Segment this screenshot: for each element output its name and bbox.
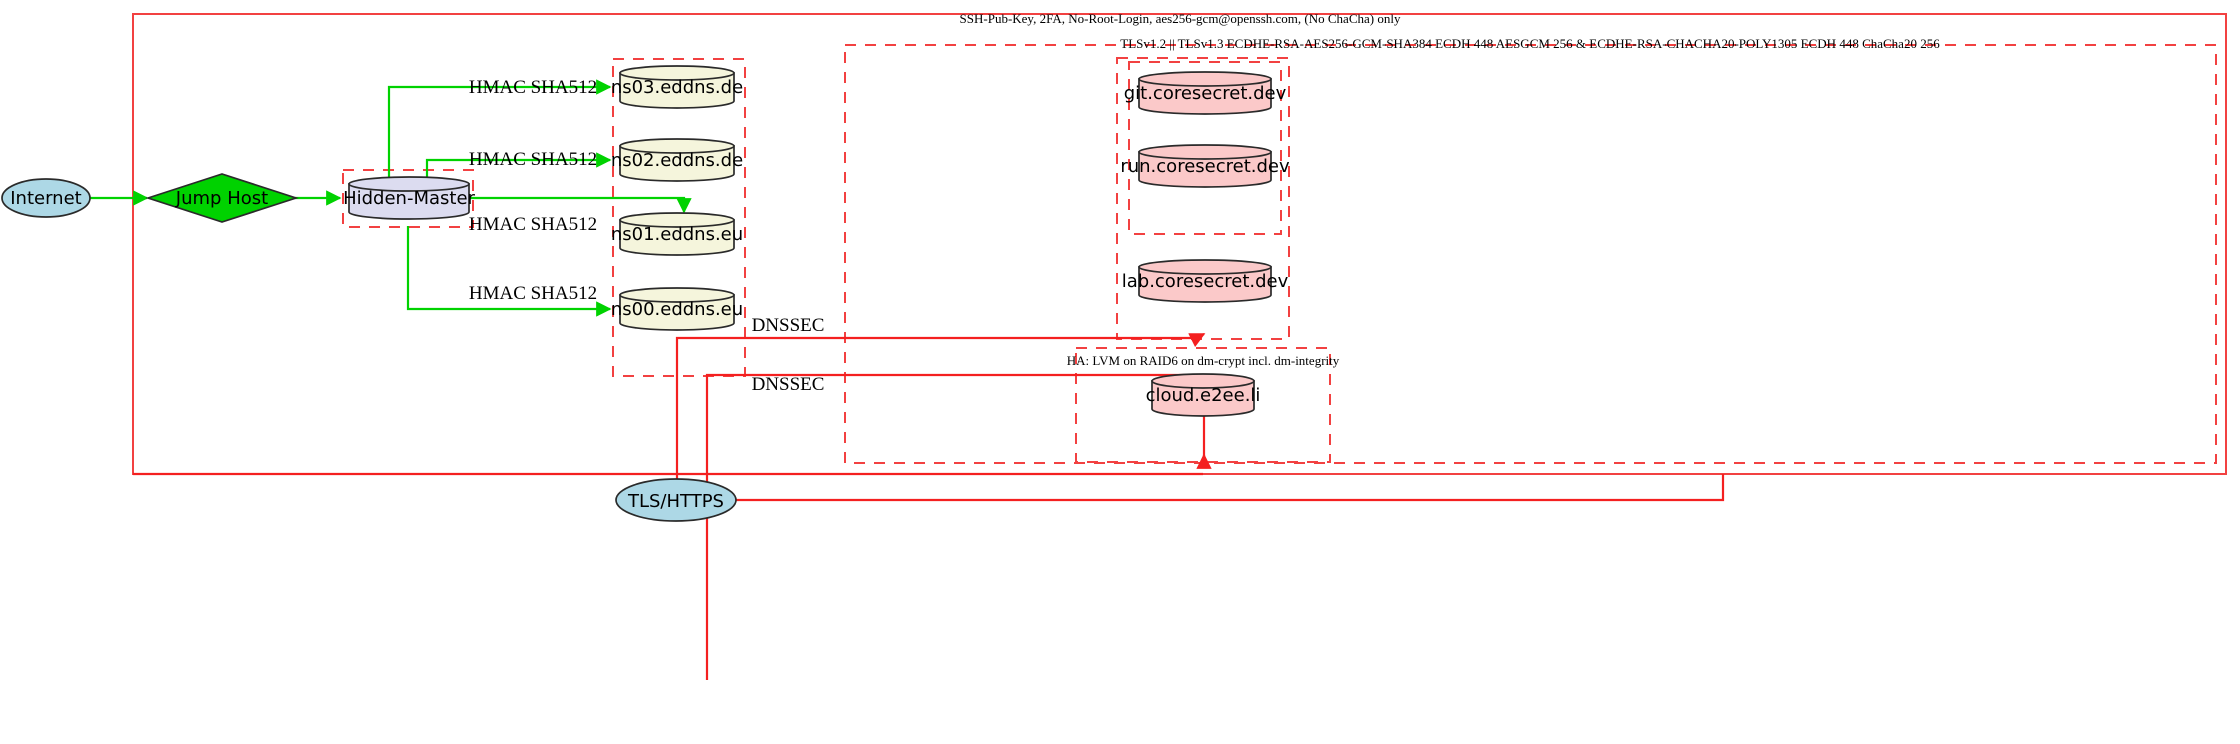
node-tls-https-label: TLS/HTTPS bbox=[627, 491, 724, 512]
node-cloud-e2ee[interactable]: cloud.e2ee.li bbox=[1146, 373, 1261, 417]
ns03-body[interactable] bbox=[619, 72, 735, 109]
node-run-coresecret[interactable]: run.coresecret.dev bbox=[1120, 144, 1290, 188]
ns02-body[interactable] bbox=[619, 145, 735, 182]
node-lab-label: lab.coresecret.dev bbox=[1122, 271, 1289, 292]
ns03-top bbox=[619, 65, 735, 81]
hidden-master-top bbox=[348, 176, 470, 192]
node-ns01[interactable]: ns01.eddns.eu bbox=[611, 212, 743, 256]
cluster-hidden-master bbox=[342, 169, 474, 228]
tls-https-ellipse[interactable] bbox=[615, 478, 737, 522]
git-body[interactable] bbox=[1138, 78, 1272, 115]
cluster-dns-box bbox=[612, 58, 746, 377]
cloud-body[interactable] bbox=[1151, 380, 1255, 417]
node-jump-host[interactable]: Jump Host bbox=[145, 173, 299, 223]
node-ns03[interactable]: ns03.eddns.de bbox=[611, 65, 743, 109]
cluster-tls: TLSv1.2 || TLSv1.3 ECDHE-RSA-AES256-GCM-… bbox=[844, 36, 2217, 464]
ns01-body[interactable] bbox=[619, 219, 735, 256]
ns00-body[interactable] bbox=[619, 294, 735, 331]
node-jump-host-label: Jump Host bbox=[175, 188, 268, 209]
node-cloud-label: cloud.e2ee.li bbox=[1146, 385, 1261, 406]
node-lab-coresecret[interactable]: lab.coresecret.dev bbox=[1122, 259, 1289, 303]
node-git-coresecret[interactable]: git.coresecret.dev bbox=[1124, 71, 1287, 115]
edge-label-dnssec-lower: DNSSEC bbox=[752, 374, 825, 395]
edge-label-hmac-ns01: HMAC SHA512 bbox=[469, 214, 597, 235]
run-top bbox=[1138, 144, 1272, 160]
jump-host-diamond[interactable] bbox=[145, 173, 299, 223]
node-internet[interactable]: Internet bbox=[1, 178, 91, 218]
internet-ellipse[interactable] bbox=[1, 178, 91, 218]
cluster-services-outer-box bbox=[1116, 57, 1290, 340]
node-tls-https[interactable]: TLS/HTTPS bbox=[615, 478, 737, 522]
node-ns01-label: ns01.eddns.eu bbox=[611, 224, 743, 245]
cluster-ha: HA: LVM on RAID6 on dm-crypt incl. dm-in… bbox=[1067, 347, 1340, 463]
lab-top bbox=[1138, 259, 1272, 275]
edge-label-hmac-ns02: HMAC SHA512 bbox=[469, 149, 597, 170]
cluster-services-outer bbox=[1116, 57, 1290, 340]
edge-label-dnssec-upper: DNSSEC bbox=[752, 315, 825, 336]
node-git-label: git.coresecret.dev bbox=[1124, 83, 1287, 104]
cluster-services-inner bbox=[1128, 61, 1282, 235]
cluster-tls-box bbox=[844, 44, 2217, 464]
edge-hiddenmaster-to-ns02 bbox=[425, 152, 612, 178]
cluster-ssh-label: SSH-Pub-Key, 2FA, No-Root-Login, aes256-… bbox=[960, 11, 1401, 26]
git-top bbox=[1138, 71, 1272, 87]
node-run-label: run.coresecret.dev bbox=[1120, 156, 1290, 177]
node-ns02-label: ns02.eddns.de bbox=[611, 150, 743, 171]
edge-label-hmac-ns03: HMAC SHA512 bbox=[469, 77, 597, 98]
edge-label-hmac-ns00: HMAC SHA512 bbox=[469, 283, 597, 304]
node-hidden-master[interactable]: Hidden-Master bbox=[343, 176, 476, 220]
edge-dnssec-upper bbox=[675, 333, 1206, 455]
node-ns00[interactable]: ns00.eddns.eu bbox=[611, 287, 743, 331]
run-body[interactable] bbox=[1138, 151, 1272, 188]
lab-body[interactable] bbox=[1138, 266, 1272, 303]
cluster-services-inner-box bbox=[1128, 61, 1282, 235]
node-ns00-label: ns00.eddns.eu bbox=[611, 299, 743, 320]
cluster-ha-box bbox=[1075, 347, 1331, 463]
node-ns03-label: ns03.eddns.de bbox=[611, 77, 743, 98]
edge-hiddenmaster-to-ns01 bbox=[470, 196, 692, 214]
cluster-ha-label: HA: LVM on RAID6 on dm-crypt incl. dm-in… bbox=[1067, 353, 1340, 368]
edge-tlshttps-to-right bbox=[736, 474, 1725, 502]
ns02-top bbox=[619, 138, 735, 154]
ns00-top bbox=[619, 287, 735, 303]
cluster-hidden-master-box bbox=[342, 169, 474, 228]
cloud-top bbox=[1151, 373, 1255, 389]
ns01-top bbox=[619, 212, 735, 228]
edge-hiddenmaster-to-ns00 bbox=[406, 226, 612, 317]
cluster-dns-group bbox=[612, 58, 746, 377]
node-hidden-master-label: Hidden-Master bbox=[343, 188, 475, 209]
node-ns02[interactable]: ns02.eddns.de bbox=[611, 138, 743, 182]
hidden-master-body[interactable] bbox=[348, 183, 470, 220]
edge-dnssec-lower bbox=[705, 373, 1196, 680]
cluster-tls-label: TLSv1.2 || TLSv1.3 ECDHE-RSA-AES256-GCM-… bbox=[1120, 36, 1940, 51]
edge-hiddenmaster-to-ns03 bbox=[387, 79, 612, 178]
node-internet-label: Internet bbox=[10, 188, 81, 209]
